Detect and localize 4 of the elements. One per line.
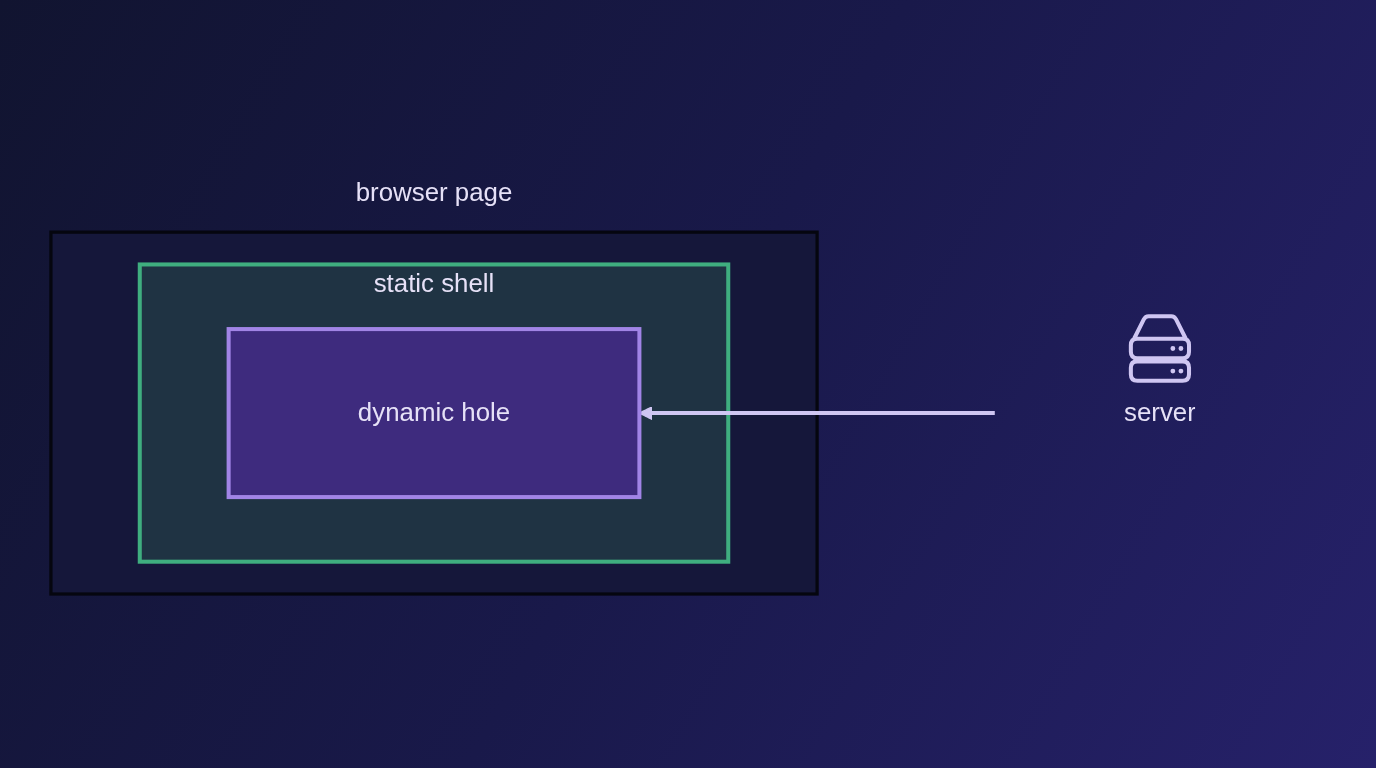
node-text: server xyxy=(1124,398,1196,426)
cluster xyxy=(49,230,819,596)
node-box: dynamic hole xyxy=(226,327,642,500)
node-label: browser page xyxy=(355,178,513,207)
